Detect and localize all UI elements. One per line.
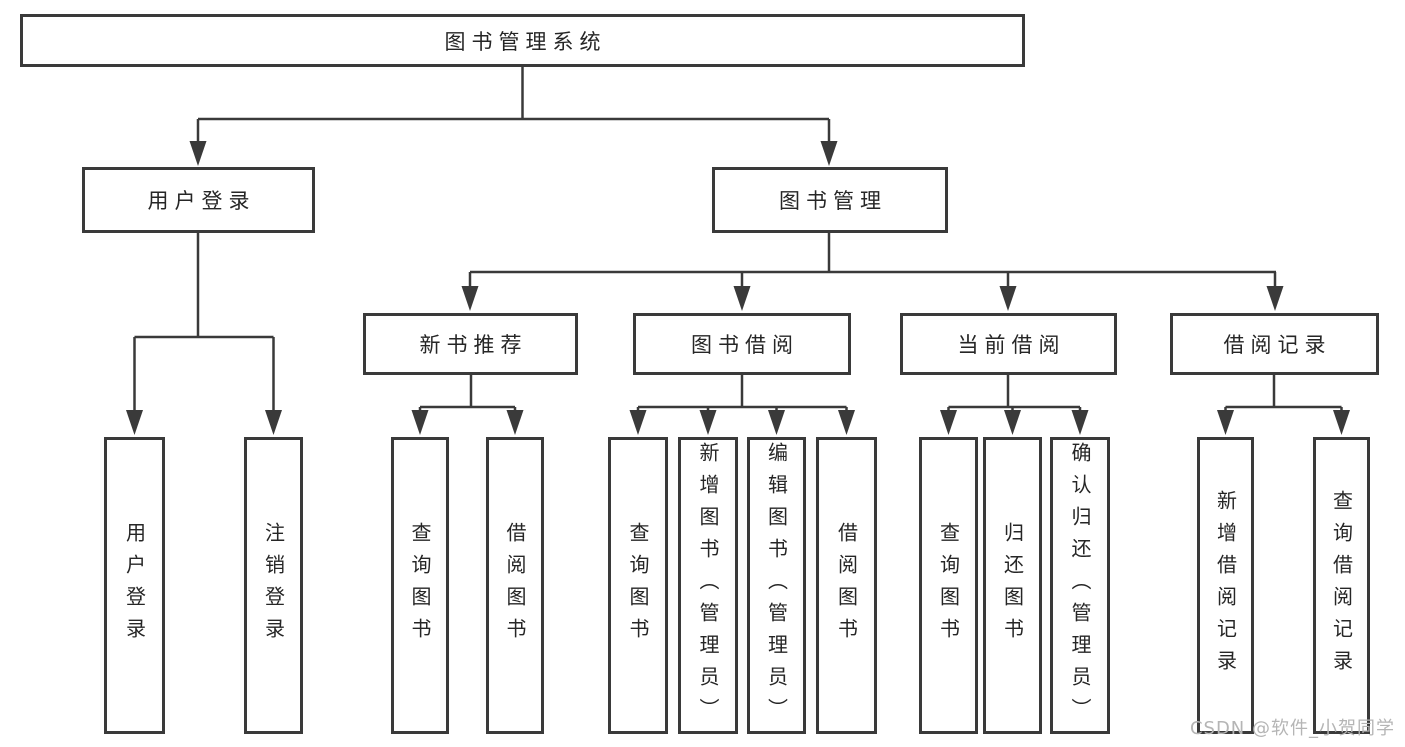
leaf-label: 用户登录 [122, 521, 147, 650]
leaf-add-book-admin: 新增图书（管理员） [678, 437, 738, 734]
leaf-return-book: 归还图书 [983, 437, 1042, 734]
leaf-label: 查询借阅记录 [1329, 489, 1354, 682]
node-book-borrowing: 图书借阅 [633, 313, 851, 375]
csdn-watermark: CSDN @软件_小贺同学 [1189, 718, 1395, 739]
node-user-login: 用户登录 [82, 167, 315, 233]
leaf-query-borrow-record: 查询借阅记录 [1313, 437, 1370, 734]
node-label: 图书管理系统 [444, 29, 607, 54]
leaf-label: 编辑图书（管理员） [764, 441, 789, 730]
leaf-label: 借阅图书 [503, 521, 527, 650]
node-library-system: 图书管理系统 [20, 14, 1025, 67]
leaf-edit-book-admin: 编辑图书（管理员） [747, 437, 806, 734]
node-new-book-recommend: 新书推荐 [363, 313, 578, 375]
leaf-label: 查询图书 [408, 521, 432, 650]
leaf-add-borrow-record: 新增借阅记录 [1197, 437, 1254, 734]
node-label: 借阅记录 [1223, 333, 1332, 357]
leaf-label: 查询图书 [626, 521, 650, 650]
leaf-logout: 注销登录 [244, 437, 303, 734]
node-label: 当前借阅 [957, 333, 1066, 357]
node-label: 用户登录 [147, 189, 256, 213]
node-current-borrowing: 当前借阅 [900, 313, 1117, 375]
leaf-query-books-borrowing: 查询图书 [608, 437, 668, 734]
leaf-label: 确认归还（管理员） [1068, 441, 1092, 730]
leaf-label: 新增借阅记录 [1213, 489, 1238, 682]
leaf-label: 注销登录 [261, 521, 286, 650]
node-label: 图书借阅 [691, 333, 799, 357]
leaf-label: 查询图书 [936, 521, 961, 650]
node-label: 图书管理 [779, 189, 887, 213]
leaf-label: 借阅图书 [834, 521, 859, 650]
leaf-borrow-books-recommend: 借阅图书 [486, 437, 544, 734]
leaf-borrow-books-borrowing: 借阅图书 [816, 437, 877, 734]
node-borrow-records: 借阅记录 [1170, 313, 1379, 375]
leaf-confirm-return-admin: 确认归还（管理员） [1050, 437, 1110, 734]
leaf-query-books-current: 查询图书 [919, 437, 978, 734]
leaf-query-books-recommend: 查询图书 [391, 437, 449, 734]
node-book-management: 图书管理 [712, 167, 948, 233]
node-label: 新书推荐 [419, 333, 528, 357]
leaf-label: 归还图书 [1000, 521, 1025, 650]
leaf-label: 新增图书（管理员） [696, 441, 720, 730]
arrowheads [126, 141, 1350, 435]
leaf-user-login: 用户登录 [104, 437, 165, 734]
